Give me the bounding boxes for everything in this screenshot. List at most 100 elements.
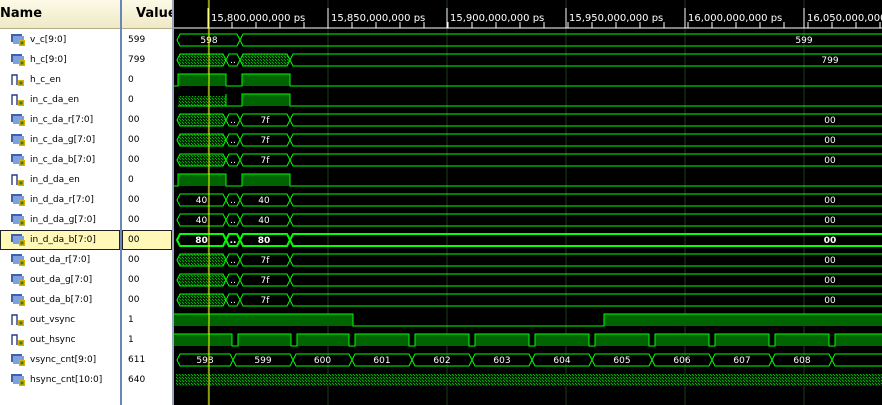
signal-row[interactable]: out_vsync [0,310,120,330]
bus-value-label: 600 [314,356,331,366]
bus-signal-icon [11,54,25,66]
signal-value-row[interactable]: 00 [122,250,172,270]
signal-value: 00 [128,215,140,225]
signal-row[interactable]: h_c[9:0] [0,50,120,70]
tick-label: 15,850,000,000 ps [331,13,425,24]
bus-trace [176,33,882,47]
signal-value-row[interactable]: 00 [122,230,172,250]
tick-label: 16,000,000,000 ps [688,13,782,24]
signal-value-row[interactable]: 00 [122,190,172,210]
bus-signal-icon [11,194,25,206]
signal-value-row[interactable]: 00 [122,210,172,230]
bus-trace [176,213,882,227]
signal-value-row[interactable]: 0 [122,70,172,90]
signal-name: in_d_da_r[7:0] [30,195,94,205]
bus-value-label: .. [230,136,236,146]
signal-value-row[interactable]: 0 [122,170,172,190]
signal-row[interactable]: in_d_da_r[7:0] [0,190,120,210]
logic-signal-icon [11,94,24,106]
signal-row[interactable]: in_c_da_r[7:0] [0,110,120,130]
bus-value-label: 00 [824,116,836,126]
tick-label: 15,800,000,000 ps [211,13,305,24]
bus-value-label: .. [230,156,236,166]
bus-value-label: 608 [793,356,810,366]
signal-value: 640 [128,375,146,385]
value-column-header[interactable]: Value [122,0,177,29]
bus-value-label: 7f [261,256,271,266]
signal-name: h_c_en [30,75,61,85]
signal-value: 1 [128,315,134,325]
signal-value: 0 [128,175,134,185]
signal-row[interactable]: out_da_r[7:0] [0,250,120,270]
signal-name: vsync_cnt[9:0] [30,355,97,365]
bus-signal-icon [11,374,25,386]
bus-value-label: 799 [821,56,838,66]
logic-trace [174,333,882,347]
bus-value-label: 599 [254,356,271,366]
signal-row[interactable]: out_da_g[7:0] [0,270,120,290]
signal-value-row[interactable]: 00 [122,150,172,170]
bus-value-label: 601 [373,356,390,366]
bus-trace [176,253,882,267]
signal-value-row[interactable]: 0 [122,90,172,110]
signal-name: out_da_r[7:0] [30,255,91,265]
signal-row[interactable]: out_hsync [0,330,120,350]
tick-label: 16,050,000,000 ps [807,13,882,24]
signal-value: 00 [128,295,140,305]
column-splitter[interactable] [120,0,122,405]
bus-signal-icon [11,214,25,226]
bus-value-label: 7f [261,296,271,306]
name-column-header[interactable]: Name [0,0,120,29]
signal-name: out_da_g[7:0] [30,275,93,285]
bus-value-label: 00 [824,216,836,226]
signal-row[interactable]: in_d_da_g[7:0] [0,210,120,230]
signal-name: in_c_da_en [30,95,80,105]
signal-row[interactable]: in_d_da_b[7:0] [0,230,120,250]
signal-row[interactable]: in_c_da_g[7:0] [0,130,120,150]
signal-row[interactable]: in_c_da_en [0,90,120,110]
signal-name: h_c[9:0] [30,55,67,65]
signal-value-row[interactable]: 00 [122,290,172,310]
bus-trace [176,293,882,307]
signal-value-row[interactable]: 799 [122,50,172,70]
signal-row[interactable]: in_c_da_b[7:0] [0,150,120,170]
signal-row[interactable]: hsync_cnt[10:0] [0,370,120,390]
signal-row[interactable]: h_c_en [0,70,120,90]
signal-row[interactable]: v_c[9:0] [0,30,120,50]
bus-trace [176,53,882,67]
bus-value-label: 00 [824,276,836,286]
bus-signal-icon [11,34,25,46]
bus-value-label: .. [230,256,236,266]
bus-signal-icon [11,154,25,166]
bus-value-label: 00 [824,136,836,146]
bus-signal-icon [11,234,25,246]
signal-value-row[interactable]: 00 [122,270,172,290]
signal-value-row[interactable]: 611 [122,350,172,370]
signal-value-row[interactable]: 599 [122,30,172,50]
bus-value-label: .. [230,116,236,126]
logic-signal-icon [11,74,24,86]
signal-row[interactable]: out_da_b[7:0] [0,290,120,310]
signal-name: in_c_da_b[7:0] [30,155,96,165]
signal-value: 0 [128,95,134,105]
signal-row[interactable]: vsync_cnt[9:0] [0,350,120,370]
bus-value-label: 599 [795,36,812,46]
signal-name: out_hsync [30,335,76,345]
bus-signal-icon [11,114,25,126]
signal-value-row[interactable]: 1 [122,330,172,350]
signal-value: 599 [128,35,146,45]
signal-value-row[interactable]: 00 [122,110,172,130]
signal-value-row[interactable]: 00 [122,130,172,150]
signal-value: 00 [128,135,140,145]
signal-value-row[interactable]: 640 [122,370,172,390]
signal-row[interactable]: in_d_da_en [0,170,120,190]
bus-signal-icon [11,274,25,286]
signal-value-row[interactable]: 1 [122,310,172,330]
bus-value-label: 00 [824,156,836,166]
logic-signal-icon [11,174,24,186]
wave-splitter[interactable] [172,0,174,405]
signal-name-panel: Name v_c[9:0] h_c[9:0] h_c_en in_c_da_en in_… [0,0,120,405]
